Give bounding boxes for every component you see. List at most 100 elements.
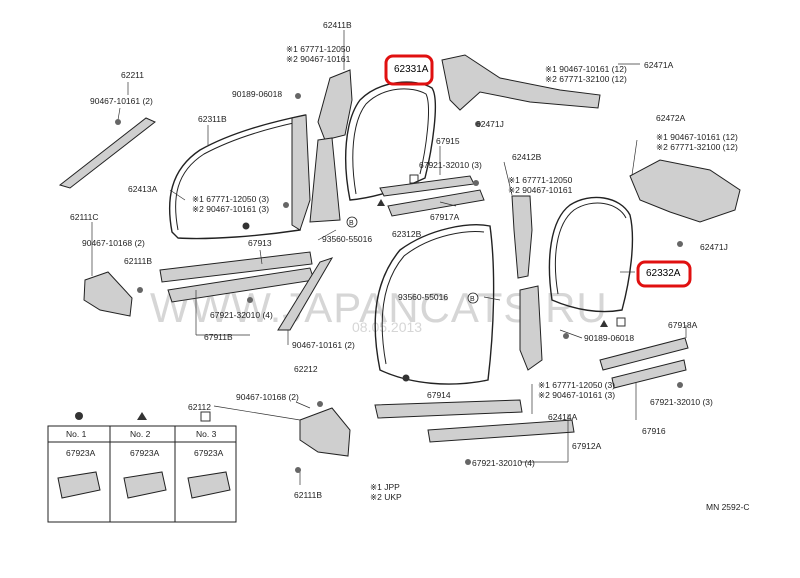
square-marker xyxy=(409,174,419,184)
label-62111B-b: 62111B xyxy=(294,490,322,500)
part-62212-shape xyxy=(277,257,334,331)
part-67913-shape xyxy=(159,251,313,283)
part-62332A-shape xyxy=(548,196,634,313)
clip-header-3: No. 3 xyxy=(196,429,217,439)
label-62311B: 62311B xyxy=(198,114,227,124)
label-67921-32010-4a: 67921-32010 (4) xyxy=(210,310,273,320)
svg-text:B: B xyxy=(349,220,354,227)
label-67915: 67915 xyxy=(436,136,460,146)
part-62312B-inner xyxy=(381,231,485,365)
label-90467-10161-2: 90467-10161 (2) xyxy=(90,96,153,106)
clip-part-1: 67923A xyxy=(66,448,96,458)
label-67912A: 67912A xyxy=(572,441,602,451)
label-62413A: 62413A xyxy=(128,184,158,194)
part-62413A-shape xyxy=(291,114,311,231)
label-67771-12050-3: ※1 67771-12050 (3) xyxy=(192,194,269,204)
leader-lines xyxy=(91,30,687,485)
label-62412B: 62412B xyxy=(512,152,542,162)
legend-jpp: ※1 JPP xyxy=(370,482,400,492)
label-90467-10161-12b: ※1 90467-10161 (12) xyxy=(656,132,738,142)
label-62332A: 62332A xyxy=(646,268,681,279)
label-62471J: 62471J xyxy=(476,119,504,129)
part-67914-shape xyxy=(374,399,523,419)
label-90467-10161-3: ※2 90467-10161 (3) xyxy=(192,204,269,214)
part-62211-shape xyxy=(58,117,156,189)
part-62312B-shape xyxy=(374,224,495,385)
label-62312B: 62312B xyxy=(392,229,422,239)
label-90467-10161-12: ※1 90467-10161 (12) xyxy=(545,64,627,74)
part-67918A-shape xyxy=(599,337,689,371)
label-67771-12050-mid: ※1 67771-12050 xyxy=(508,175,573,185)
label-67921-32010-3b: 67921-32010 (3) xyxy=(650,397,713,407)
part-62331A-inner xyxy=(352,88,429,195)
clip-table: No. 1 No. 2 No. 3 67923A 67923A 67923A xyxy=(47,411,237,523)
triangle-marker xyxy=(377,199,385,206)
label-62211: 62211 xyxy=(121,70,144,80)
clip-drawing-2 xyxy=(123,471,167,499)
part-62472A-shape xyxy=(629,159,741,223)
diagram-code: MN 2592-C xyxy=(706,502,749,512)
part-62471A-shape xyxy=(441,54,601,111)
label-62111B: 62111B xyxy=(124,256,152,266)
part-62111C-shape xyxy=(83,271,133,317)
label-62212: 62212 xyxy=(294,364,318,374)
label-90467-10161-mid: ※2 90467-10161 xyxy=(508,185,573,195)
label-62411B: 62411B xyxy=(323,20,352,30)
part-62412B-shape xyxy=(511,195,533,279)
part-67916-shape xyxy=(611,359,687,389)
part-62311B-inner xyxy=(175,121,299,231)
label-62471A: 62471A xyxy=(644,60,674,70)
part-62411B-shape xyxy=(317,69,353,141)
label-67916: 67916 xyxy=(642,426,666,436)
label-90189-06018: 90189-06018 xyxy=(232,89,282,99)
label-90467-10168-2: 90467-10168 (2) xyxy=(82,238,145,248)
clip-part-3: 67923A xyxy=(194,448,224,458)
watermark-date: 08.05.2013 xyxy=(352,319,422,335)
label-90467-10161-2b: 90467-10161 (2) xyxy=(292,340,355,350)
label-67921-32010-4b: 67921-32010 (4) xyxy=(472,458,535,468)
clip-header-2: No. 2 xyxy=(130,429,151,439)
triangle-marker-2 xyxy=(600,320,608,327)
circle-symbol xyxy=(75,412,83,420)
highlight-62332A xyxy=(636,260,692,288)
label-62472A: 62472A xyxy=(656,113,686,123)
label-93560-55016-b: 93560-55016 xyxy=(398,292,448,302)
label-90189-06018-b: 90189-06018 xyxy=(584,333,634,343)
clip-drawing-1 xyxy=(57,471,101,499)
clip-part-2: 67923A xyxy=(130,448,160,458)
label-62331A: 62331A xyxy=(394,64,429,75)
square-marker-2 xyxy=(616,317,626,327)
label-67771-12050-3b: ※1 67771-12050 (3) xyxy=(538,380,615,390)
part-67917A-shape xyxy=(387,189,485,217)
label-62471J-b: 62471J xyxy=(700,242,728,252)
label-67917A: 67917A xyxy=(430,212,460,222)
label-67911B: 67911B xyxy=(204,332,233,342)
label-62414A: 62414A xyxy=(548,412,578,422)
clip-drawing-3 xyxy=(187,471,231,499)
label-67771-12050-top: ※1 67771-12050 xyxy=(286,44,351,54)
part-62414A-shape xyxy=(519,285,543,371)
clip-header-1: No. 1 xyxy=(66,429,87,439)
legend-ukp: ※2 UKP xyxy=(370,492,402,502)
label-67771-32100-12: ※2 67771-32100 (12) xyxy=(545,74,627,84)
label-62111C: 62111C xyxy=(70,212,99,222)
label-90467-10168-2b: 90467-10168 (2) xyxy=(236,392,299,402)
highlight-62331A xyxy=(384,54,434,86)
label-67771-32100-12b: ※2 67771-32100 (12) xyxy=(656,142,738,152)
circle-marker-2 xyxy=(402,374,410,382)
label-90467-10161-3b: ※2 90467-10161 (3) xyxy=(538,390,615,400)
part-67912A-shape xyxy=(427,419,575,443)
label-93560-55016-a: 93560-55016 xyxy=(322,234,372,244)
label-67913: 67913 xyxy=(248,238,272,248)
svg-text:B: B xyxy=(470,296,475,303)
fastener-clips xyxy=(115,93,683,473)
b-markers: B B xyxy=(346,216,479,304)
triangle-symbol xyxy=(137,412,147,420)
circle-marker xyxy=(242,222,250,230)
part-62411B-lower-shape xyxy=(309,137,341,223)
label-67921-32010-3: 67921-32010 (3) xyxy=(419,160,482,170)
label-62112: 62112 xyxy=(188,402,211,412)
part-62311B-shape xyxy=(169,114,306,240)
